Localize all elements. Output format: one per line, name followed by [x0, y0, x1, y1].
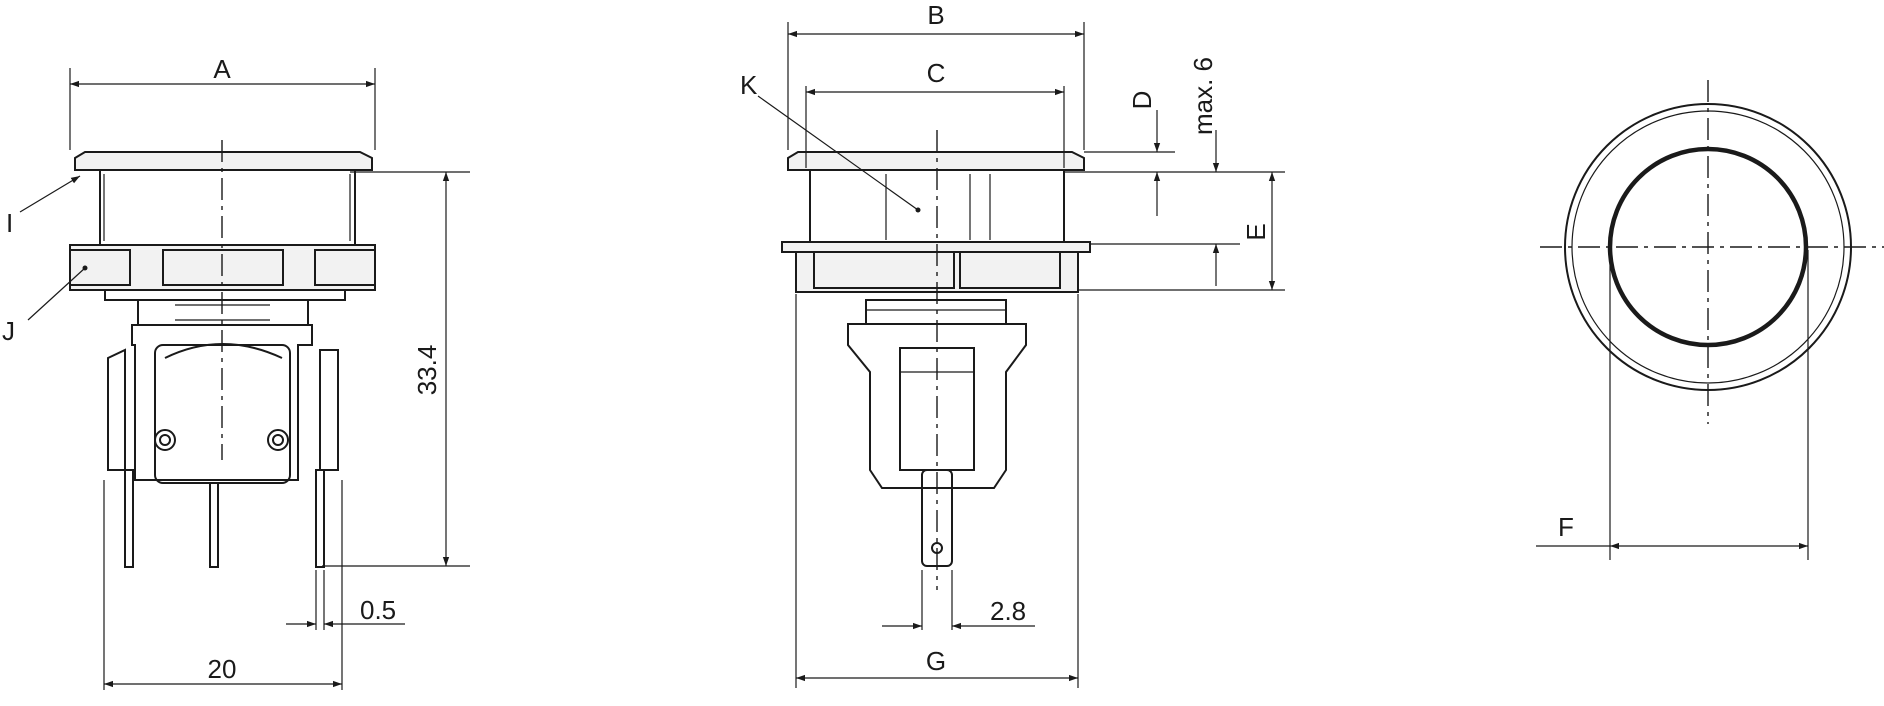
label-width-20: 20 — [208, 654, 237, 684]
label-f: F — [1558, 512, 1574, 542]
top-view — [1536, 80, 1884, 560]
dimension-labels: A I J 33.4 0.5 20 B C K D max. 6 E 2.8 G… — [2, 0, 1574, 684]
label-height-33-4: 33.4 — [412, 345, 442, 396]
label-g: G — [926, 646, 946, 676]
label-d: D — [1127, 91, 1157, 110]
label-b: B — [927, 0, 944, 30]
label-pin-width: 2.8 — [990, 596, 1026, 626]
label-j: J — [2, 316, 15, 346]
label-max-6: max. 6 — [1188, 57, 1218, 135]
label-i: I — [6, 208, 13, 238]
label-e: E — [1241, 223, 1271, 240]
label-a: A — [213, 54, 231, 84]
side-view — [757, 22, 1285, 688]
front-view — [19, 68, 470, 690]
label-c: C — [927, 58, 946, 88]
label-pin-thickness: 0.5 — [360, 595, 396, 625]
label-k: K — [740, 70, 758, 100]
